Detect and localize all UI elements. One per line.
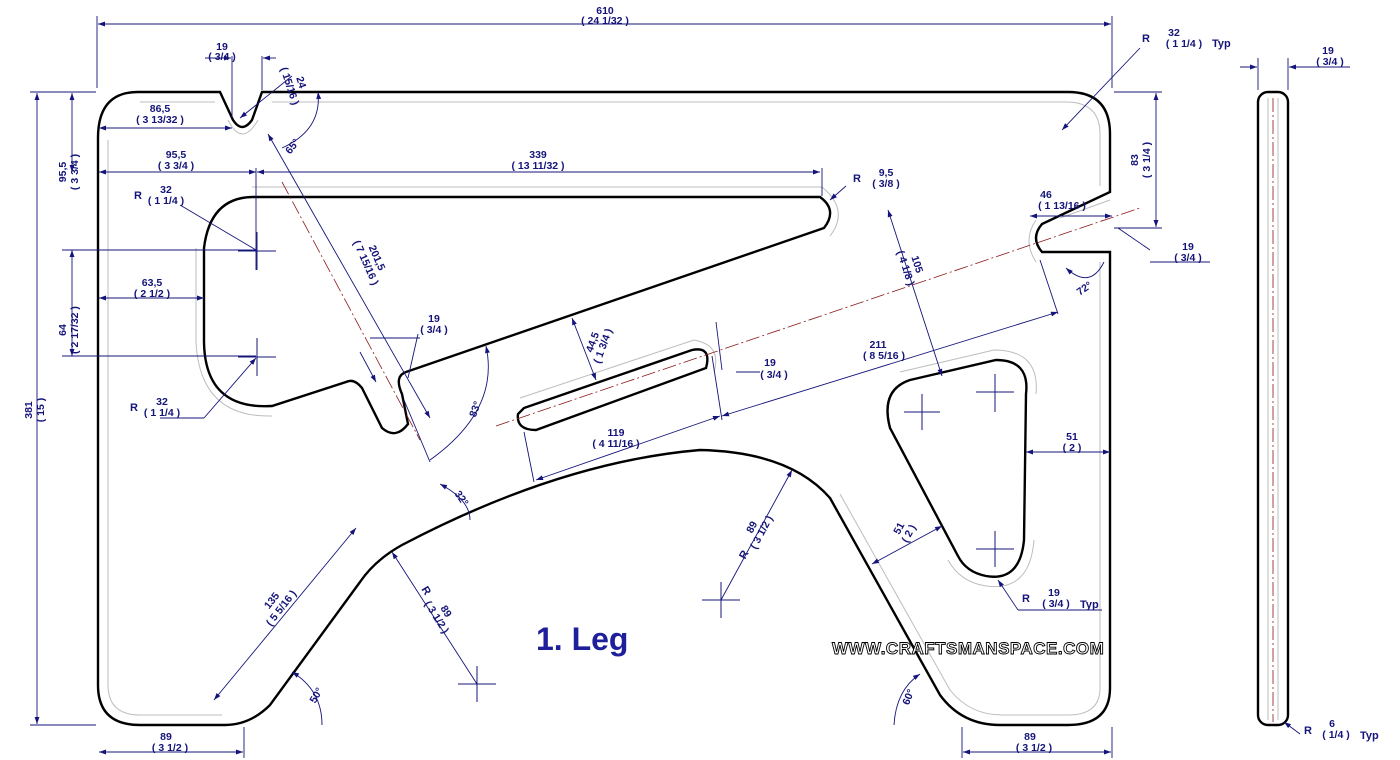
dim-overall-width-imperial: ( 24 1/32 )	[581, 15, 629, 27]
triangle-cutout-hidden	[899, 349, 1037, 588]
dim-corner-radius-typ: Typ	[1212, 38, 1231, 50]
dim-notch-offset-imperial: ( 3 13/32 )	[136, 114, 184, 126]
leg-outline-hidden	[107, 101, 1101, 716]
website-watermark: WWW.CRAFTSMANSPACE.COM	[832, 639, 1104, 658]
dim-slot-top-left-metric: 95,5	[166, 149, 187, 161]
dim-right-slot-length-imperial: ( 1 13/16 )	[1038, 200, 1086, 212]
dim-mid-slot-width-imperial: ( 3/4 )	[760, 369, 787, 381]
dim-corner-radius-prefix: R	[1142, 33, 1150, 45]
inner-cutout	[202, 195, 832, 435]
dim-slot-top-length-metric: 339	[529, 149, 547, 161]
dim-right-slot-length-metric: 46	[1040, 189, 1052, 201]
dim-arch-radius-prefix: R	[737, 548, 751, 561]
dim-thickness-metric: 19	[1322, 45, 1334, 57]
dim-right-height-metric: 83	[1129, 154, 1141, 166]
dim-cutout-left-metric: 63,5	[142, 277, 163, 289]
dim-corner-radius-metric: 32	[1168, 27, 1180, 39]
dim-foot-left-metric: 89	[160, 731, 172, 743]
dim-foot-right-metric: 89	[1024, 731, 1036, 743]
dim-cutout-left-imperial: ( 2 1/2 )	[134, 288, 170, 300]
dim-triangle-radius-metric: 19	[1048, 587, 1060, 599]
dim-right-slot-width-imperial: ( 3/4 )	[1174, 252, 1201, 264]
dim-mid-slot-length-imperial: ( 4 11/16 )	[592, 438, 639, 450]
dim-overall-height-imperial: ( 15 )	[35, 398, 47, 423]
dim-cutout-radius-bottom-metric: 32	[156, 396, 168, 408]
dim-slot-top-length-imperial: ( 13 11/32 )	[511, 160, 564, 172]
dim-left-top-height-imperial: ( 3 3/4 )	[69, 154, 81, 190]
dim-right-slot-width-metric: 19	[1182, 241, 1194, 253]
dim-notch-width-metric: 19	[216, 41, 228, 53]
dim-arm-length-imperial: ( 8 5/16 )	[863, 350, 905, 362]
dim-angle-60: 60°	[900, 688, 917, 707]
dim-notch-offset-metric: 86,5	[150, 103, 171, 115]
dim-edge-radius-imperial: ( 1/4 )	[1322, 729, 1349, 741]
dim-left-arch-radius-prefix: R	[419, 584, 433, 597]
leg-outline	[96, 90, 1112, 727]
dim-foot-right-imperial: ( 3 1/2 )	[1016, 742, 1052, 754]
dim-slot-top-left-imperial: ( 3 3/4 )	[158, 160, 194, 172]
dim-edge-radius-typ: Typ	[1360, 730, 1379, 742]
dimension-lines	[30, 16, 1350, 758]
dim-cutout-radius-bottom-imperial: ( 1 1/4 )	[144, 407, 180, 419]
dim-left-top-height-metric: 95,5	[57, 162, 69, 183]
dim-edge-radius-prefix: R	[1304, 725, 1312, 737]
dim-angle-72: 72°	[1075, 279, 1095, 298]
dim-cutout-radius-top-prefix: R	[134, 190, 142, 202]
dim-arm-width-metric: 105	[908, 254, 925, 275]
dim-triangle-right-metric: 51	[1066, 431, 1078, 443]
dim-slot-end-radius-prefix: R	[853, 173, 861, 185]
dimension-labels: 610 ( 24 1/32 ) 381 ( 15 ) 95,5 ( 3 3/4 …	[23, 5, 1379, 754]
mid-slot	[516, 348, 709, 432]
dim-diag-slot-width-imperial: ( 3/4 )	[420, 324, 447, 336]
dim-diag-slot-width-metric: 19	[428, 313, 440, 325]
dim-slot-end-radius-metric: 9,5	[879, 167, 894, 179]
dim-edge-radius-metric: 6	[1329, 718, 1335, 730]
dim-angle-32: 32°	[452, 489, 471, 509]
dim-notch-angle: 65°	[283, 137, 302, 157]
dim-angle-50: 50°	[307, 686, 325, 706]
dim-corner-radius-imperial: ( 1 1/4 )	[1166, 38, 1202, 50]
inner-cutout-hidden	[195, 186, 839, 417]
dim-triangle-radius-typ: Typ	[1080, 599, 1099, 611]
dim-overall-height-metric: 381	[23, 401, 35, 419]
dim-cutout-height-metric: 64	[57, 324, 69, 336]
dim-thickness-imperial: ( 3/4 )	[1316, 56, 1343, 68]
dim-triangle-radius-prefix: R	[1022, 593, 1030, 605]
dim-notch-depth-metric: 24	[293, 75, 308, 90]
dim-slot-end-radius-imperial: ( 3/8 )	[872, 178, 899, 190]
dim-foot-left-imperial: ( 3 1/2 )	[152, 742, 188, 754]
dim-triangle-right-imperial: ( 2 )	[1063, 442, 1082, 454]
dim-cutout-radius-top-imperial: ( 1 1/4 )	[148, 195, 184, 207]
notch-hidden	[227, 119, 259, 135]
dim-arm-length-metric: 211	[870, 339, 887, 351]
dim-left-arch-radius-metric: 89	[438, 603, 454, 619]
dim-notch-width-imperial: ( 3/4 )	[208, 51, 235, 63]
dim-triangle-side-metric: 51	[891, 520, 907, 536]
dim-angle-83: 83°	[467, 400, 484, 419]
dim-right-height-imperial: ( 3 1/4 )	[1141, 142, 1153, 178]
dim-mid-slot-length-metric: 119	[608, 427, 625, 439]
side-view	[1256, 90, 1290, 727]
dim-arch-radius-metric: 89	[744, 519, 760, 535]
mid-slot-hidden	[519, 339, 717, 399]
dim-cutout-radius-top-metric: 32	[160, 184, 172, 196]
dim-cutout-height-imperial: ( 2 17/32 )	[69, 306, 81, 354]
dim-triangle-radius-imperial: ( 3/4 )	[1042, 598, 1069, 610]
dim-mid-slot-width-metric: 19	[764, 357, 776, 369]
part-title: 1. Leg	[536, 621, 628, 657]
dim-overall-width-metric: 610	[596, 5, 614, 17]
dim-cutout-radius-bottom-prefix: R	[130, 402, 138, 414]
